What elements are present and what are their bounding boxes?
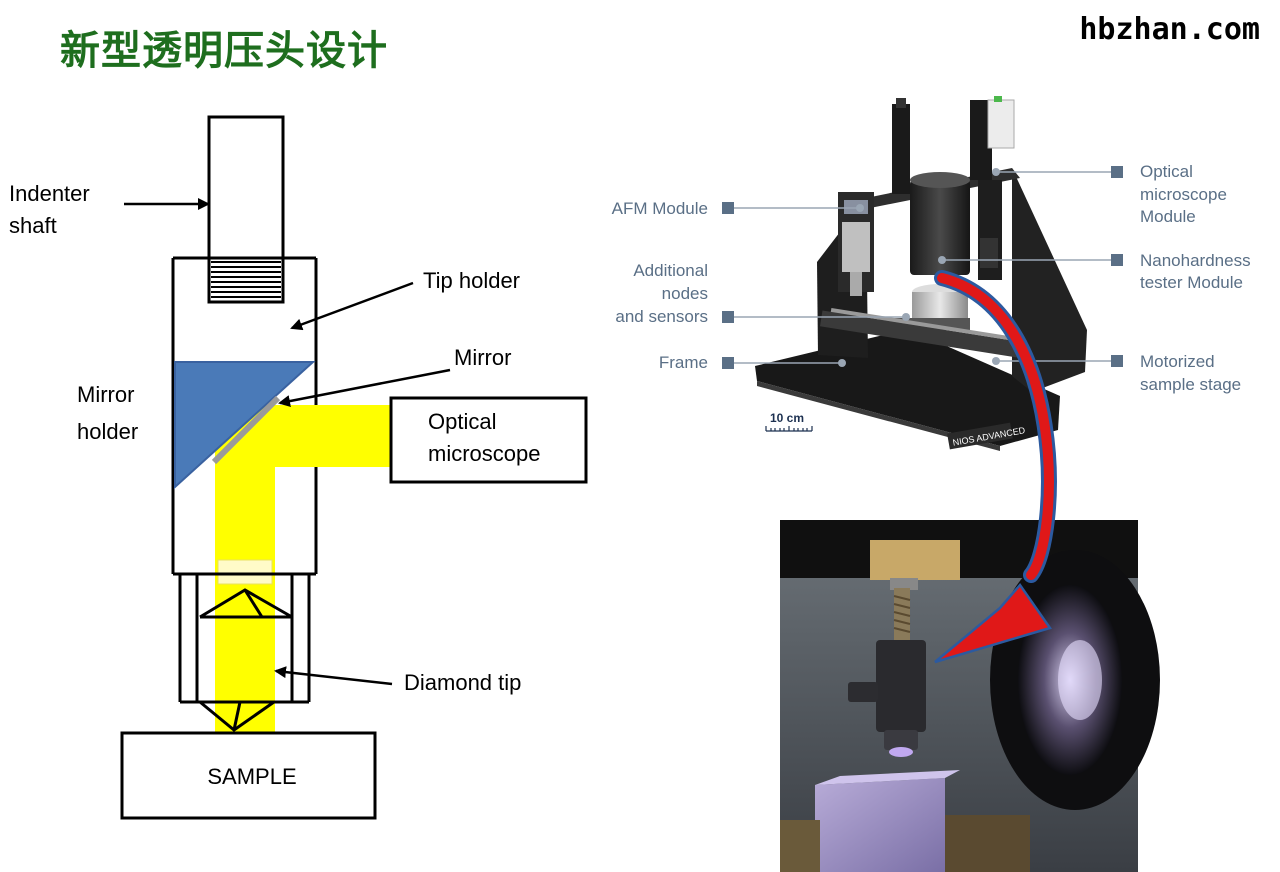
- label-sample: SAMPLE: [207, 764, 296, 789]
- label-mirror: Mirror: [454, 345, 511, 370]
- closeup-sample-cube: [815, 778, 945, 872]
- label-optical-2: microscope: [428, 441, 540, 466]
- shaft-thread: [211, 261, 281, 298]
- scale-bar: 10 cm: [765, 411, 813, 432]
- label-tip-holder: Tip holder: [423, 268, 520, 293]
- leader-dots: [838, 168, 1000, 367]
- label-mirror-holder-2: holder: [77, 419, 138, 444]
- camera-box: [987, 99, 1015, 149]
- frame-right-leg: [1012, 168, 1087, 392]
- label-mirror-holder-1: Mirror: [77, 382, 134, 407]
- indenter-shaft: [207, 115, 285, 304]
- label-additional-3: and sensors: [615, 307, 708, 326]
- label-afm-module: AFM Module: [612, 199, 708, 218]
- leader-markers: [722, 166, 1123, 369]
- central-cylinder: [910, 180, 970, 275]
- label-frame: Frame: [659, 353, 708, 372]
- optical-microscope-box: [389, 396, 588, 484]
- optical-tower: [970, 100, 992, 180]
- light-path-window: [217, 559, 273, 585]
- label-nanohardness-1: Nanohardness: [1140, 251, 1251, 270]
- title-rest: 压头设计: [224, 28, 388, 74]
- closeup-photo: [780, 520, 1160, 872]
- arrow-red-shaft: [937, 273, 1054, 580]
- instrument-base: [755, 329, 1060, 446]
- closeup-holder-brass: [870, 540, 960, 580]
- label-indenter-shaft-1: Indenter: [9, 181, 90, 206]
- label-motorized-1: Motorized: [1140, 352, 1215, 371]
- afm-tower: [892, 104, 910, 194]
- label-motorized-2: sample stage: [1140, 375, 1241, 394]
- label-additional-1: Additional: [633, 261, 708, 280]
- pointer-arrows: [124, 198, 451, 686]
- page-title: 新型透明压头设计: [60, 18, 388, 76]
- label-diamond-tip: Diamond tip: [404, 670, 521, 695]
- tip-holder-body: [171, 256, 318, 704]
- mirror-holder-triangle: [174, 361, 316, 490]
- connecting-arrow: [934, 270, 1057, 664]
- scale-label: 10 cm: [770, 411, 804, 425]
- title-bold: 新型透明: [60, 28, 224, 74]
- instrument-photo: NIOS ADVANCED: [612, 96, 1251, 451]
- leader-lines: [729, 171, 1113, 364]
- label-optical-module-3: Module: [1140, 207, 1196, 226]
- label-indenter-shaft-2: shaft: [9, 213, 57, 238]
- sample-block: [120, 731, 377, 820]
- arrow-head: [934, 582, 1053, 664]
- watermark: hbzhan.com: [1079, 12, 1260, 47]
- label-nanohardness-2: tester Module: [1140, 273, 1243, 292]
- label-additional-2: nodes: [662, 284, 708, 303]
- diamond-tip: [199, 588, 293, 732]
- label-optical-1: Optical: [428, 409, 496, 434]
- indenter-schematic: SAMPLE Optical microscope Indenter shaft…: [9, 115, 588, 820]
- sample-stage: [912, 292, 968, 322]
- mirror-strip: [211, 395, 281, 465]
- label-optical-module-2: microscope: [1140, 185, 1227, 204]
- label-optical-module-1: Optical: [1140, 162, 1193, 181]
- closeup-indenter-body: [876, 640, 926, 732]
